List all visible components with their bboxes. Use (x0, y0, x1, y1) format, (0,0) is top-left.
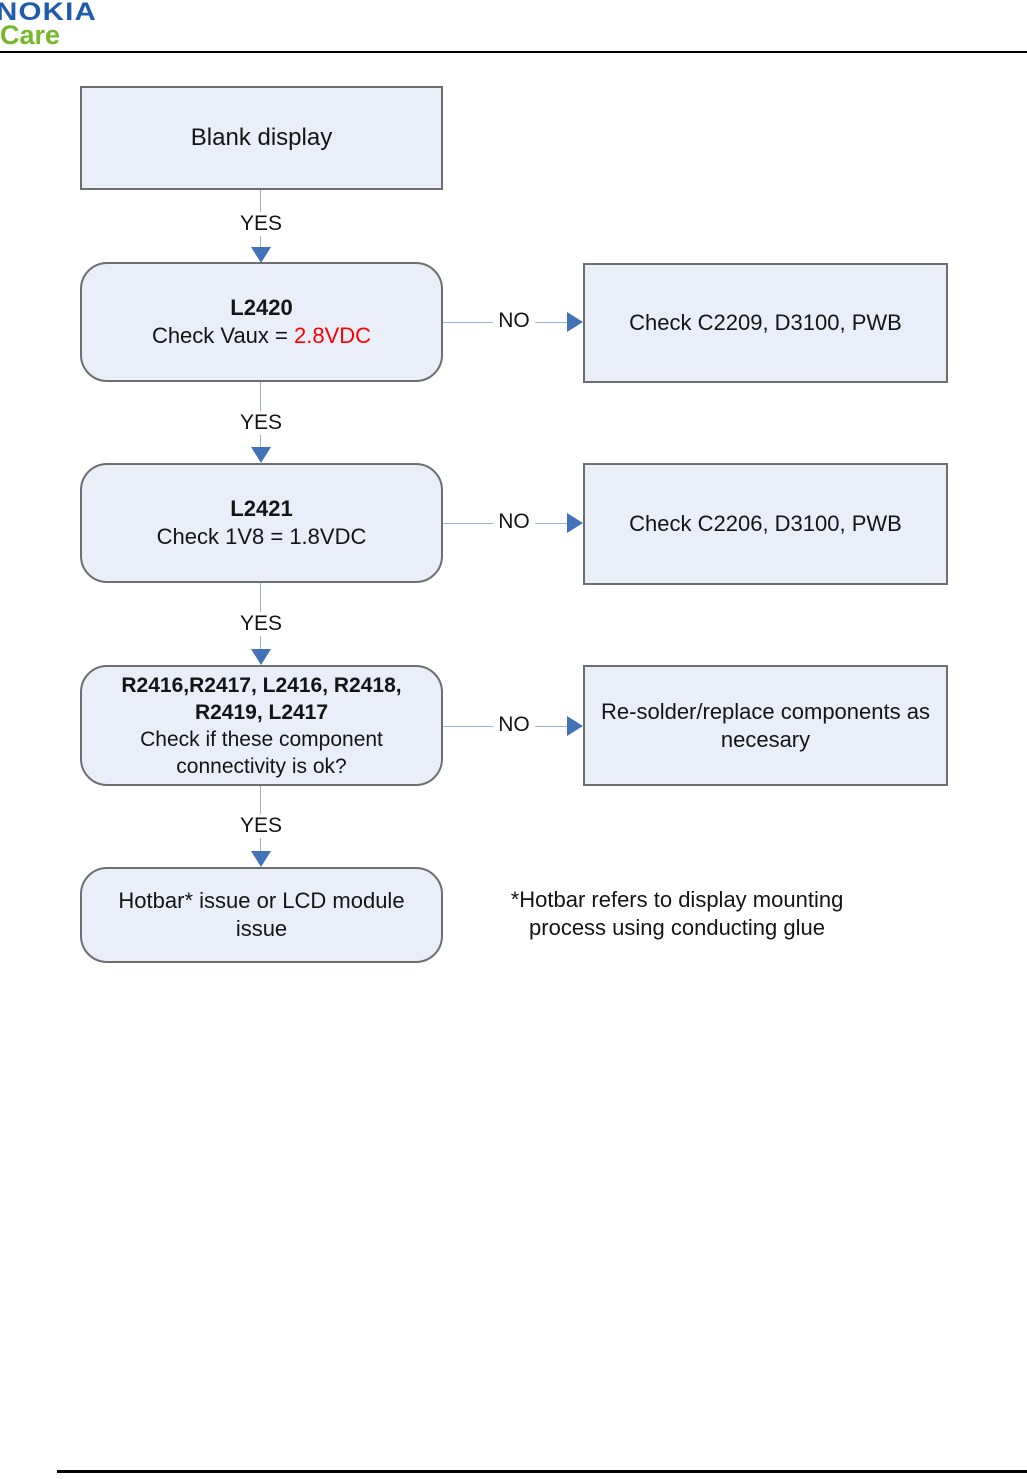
no-action-box-1: Check C2209, D3100, PWB (583, 263, 948, 383)
footnote: *Hotbar refers to display mounting proce… (457, 886, 897, 942)
footnote-line1: *Hotbar refers to display mounting (510, 887, 844, 912)
yes-label-3: YES (234, 612, 288, 636)
yes-label-1: YES (234, 212, 288, 236)
footer-rule (57, 1470, 1027, 1473)
arrow-down-icon-3 (251, 649, 271, 665)
step1-body-prefix: Check Vaux = (151, 323, 294, 348)
arrow-right-icon-3 (567, 716, 583, 736)
no-action-1-label: Check C2209, D3100, PWB (629, 310, 902, 335)
step1-body-value: 2.8VDC (294, 323, 372, 348)
flow-step-l2420: L2420 Check Vaux = 2.8VDC (80, 262, 443, 382)
header-rule (0, 51, 1027, 53)
no-action-box-2: Check C2206, D3100, PWB (583, 463, 948, 585)
no-label-2: NO (493, 510, 535, 534)
flow-step-l2421: L2421 Check 1V8 = 1.8VDC (80, 463, 443, 583)
step2-body: Check 1V8 = 1.8VDC (156, 524, 367, 549)
arrow-right-icon-2 (567, 513, 583, 533)
footnote-line2: process using conducting glue (529, 915, 825, 940)
end-label-line1: Hotbar* issue or LCD module (118, 888, 405, 913)
arrow-down-icon-2 (251, 447, 271, 463)
step3-title-line2: R2419, L2417 (194, 700, 329, 724)
step3-body-line2: connectivity is ok? (176, 754, 347, 778)
step3-title-line1: R2416,R2417, L2416, R2418, (121, 673, 402, 697)
no-action-3-line2: necesary (720, 726, 811, 752)
step3-body-line1: Check if these component (140, 727, 383, 751)
no-action-box-3: Re-solder/replace components as necesary (583, 665, 948, 786)
flow-start-box: Blank display (80, 86, 443, 190)
yes-label-4: YES (234, 814, 288, 838)
step1-body: Check Vaux = 2.8VDC (152, 322, 371, 350)
end-label-line2: issue (235, 916, 288, 941)
flow-step-r2416: R2416,R2417, L2416, R2418, R2419, L2417 … (80, 665, 443, 786)
arrow-down-icon-1 (251, 247, 271, 263)
nokia-logo: NOKIA (0, 0, 97, 26)
arrow-down-icon-4 (251, 851, 271, 867)
arrow-right-icon-1 (567, 312, 583, 332)
flow-start-label: Blank display (190, 124, 333, 151)
yes-label-2: YES (234, 411, 288, 435)
no-label-1: NO (493, 309, 535, 333)
care-logo: Care (0, 20, 61, 50)
step1-title: L2420 (230, 295, 293, 320)
no-action-3-line1: Re-solder/replace components as (601, 698, 930, 724)
step2-title: L2421 (230, 496, 293, 521)
no-action-2-label: Check C2206, D3100, PWB (629, 511, 902, 536)
flow-end-box: Hotbar* issue or LCD module issue (80, 867, 443, 963)
no-label-3: NO (493, 713, 535, 737)
